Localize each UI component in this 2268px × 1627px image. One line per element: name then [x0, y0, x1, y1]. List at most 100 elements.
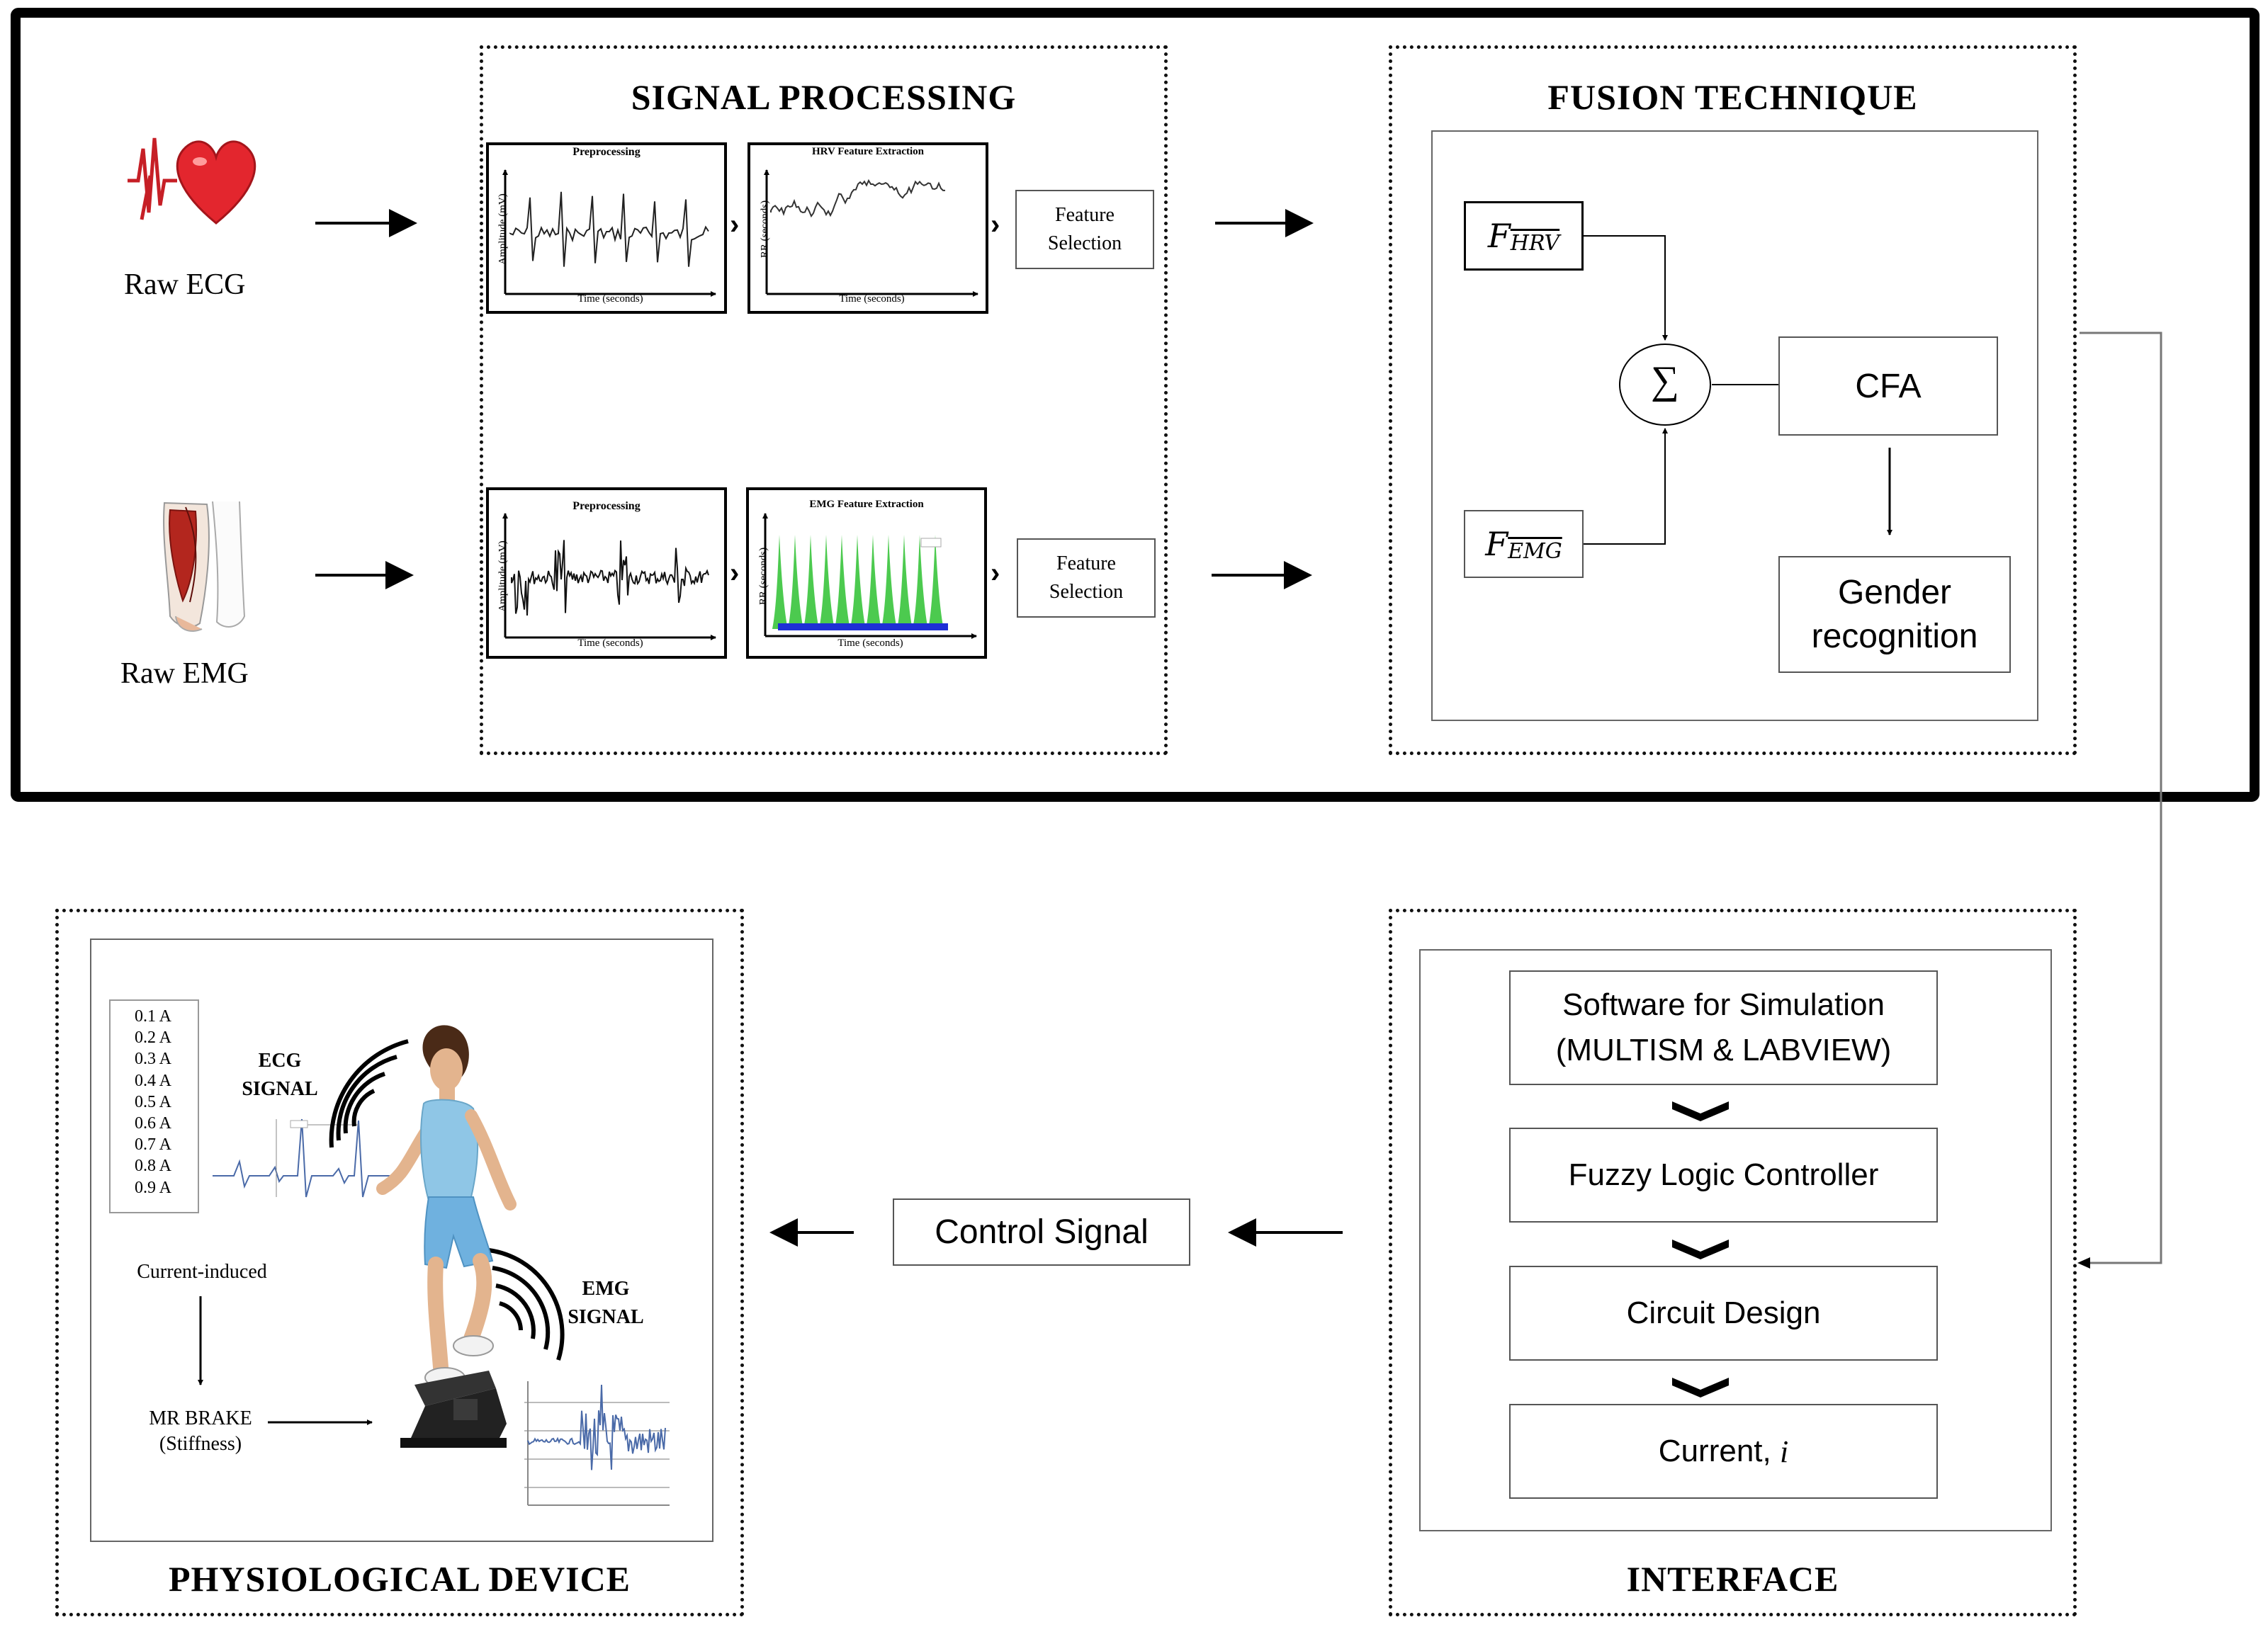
current-item: 0.5 A [135, 1092, 172, 1111]
chart-title: EMG Feature Extraction [809, 499, 924, 510]
circuit-design-box: Circuit Design [1509, 1266, 1938, 1361]
interface-inner-box [1419, 949, 2052, 1531]
chevron-right-icon: › [991, 209, 1000, 240]
current-induced-label: Current-induced [137, 1261, 267, 1283]
emg-trace-device [524, 1381, 670, 1506]
emg-peak-mark [819, 535, 835, 629]
current-item: 0.7 A [135, 1135, 172, 1155]
f-emg-subscript: EMG [1508, 538, 1562, 564]
chart-ylabel: Amplitude (mV) [497, 540, 509, 612]
current-item: 0.2 A [135, 1028, 172, 1048]
mr-brake-line1: MR BRAKE [149, 1407, 252, 1429]
ecg-signal-line2: SIGNAL [242, 1078, 318, 1100]
current-item: 0.4 A [135, 1071, 172, 1090]
current-item: 0.9 A [135, 1178, 172, 1197]
emg-peak-mark [803, 535, 819, 629]
feature-selection-box-ecg: Feature Selection [1015, 190, 1154, 269]
f-hrv-subscript: HRV [1510, 230, 1560, 256]
interface-panel [1389, 909, 2077, 1616]
raw-emg-label: Raw EMG [120, 657, 249, 690]
fusion-title: FUSION TECHNIQUE [1547, 77, 1918, 117]
software-line1: Software for Simulation [1562, 987, 1885, 1022]
current-label: Current, [1658, 1434, 1780, 1468]
hrv-feature-chart [747, 142, 988, 314]
current-variable: i [1779, 1434, 1789, 1469]
software-line2: (MULTISM & LABVIEW) [1555, 1033, 1892, 1067]
heart-icon [128, 137, 256, 225]
chevron-right-icon: › [991, 557, 1000, 589]
emg-peak-mark [835, 535, 850, 629]
physiological-device-panel [55, 909, 744, 1616]
feature-selection-box-emg: Feature Selection [1017, 538, 1156, 618]
chart-ylabel: RR (seconds) [759, 200, 771, 259]
emg-peak-mark [881, 535, 897, 629]
control-signal-box: Control Signal [893, 1198, 1190, 1266]
signal-processing-panel [480, 45, 1168, 755]
signal-waves-emg-icon [488, 1248, 565, 1361]
device-title: PHYSIOLOGICAL DEVICE [168, 1559, 631, 1599]
gender-line2: recognition [1811, 617, 1978, 655]
gender-recognition-box: Gender recognition [1778, 556, 2011, 673]
chevron-down-icon [1672, 1240, 1729, 1259]
top-frame [11, 8, 2259, 802]
emg-peak-mark [772, 535, 788, 629]
woman-on-stepper-image [376, 1025, 517, 1448]
feature-selection-line1: Feature [1056, 552, 1116, 574]
signal-processing-title: SIGNAL PROCESSING [631, 77, 1017, 117]
chart-ylabel: RR (seconds) [757, 547, 769, 606]
emg-peak-mark [866, 535, 881, 629]
interface-title: INTERFACE [1626, 1559, 1839, 1599]
emg-peak-mark [897, 535, 913, 629]
chart-xlabel: Time (seconds) [839, 293, 905, 305]
emg-peak-mark [788, 535, 803, 629]
emg-peak-mark [928, 535, 944, 629]
chart-title: HRV Feature Extraction [811, 146, 925, 157]
current-list-box [109, 999, 199, 1213]
fusion-to-interface-line [2080, 331, 2162, 1264]
current-item: 0.8 A [135, 1157, 172, 1176]
f-emg-base: F [1485, 525, 1508, 563]
feature-selection-line2: Selection [1049, 581, 1124, 603]
mr-brake-label: MR BRAKE (Stiffness) [130, 1406, 271, 1457]
emg-feature-chart [746, 487, 987, 659]
fusion-panel [1389, 45, 2077, 755]
emg-signal-line1: EMG [582, 1278, 630, 1300]
emg-peak-mark [913, 535, 928, 629]
fuzzy-logic-box: Fuzzy Logic Controller [1509, 1128, 1938, 1223]
current-item: 0.6 A [135, 1114, 172, 1133]
chevron-down-icon [1672, 1378, 1729, 1398]
chart-title: Preprocessing [572, 500, 641, 512]
feature-selection-line1: Feature [1055, 204, 1115, 226]
mr-brake-line2: (Stiffness) [159, 1433, 242, 1455]
raw-ecg-label: Raw ECG [124, 268, 246, 301]
ecg-preprocessing-chart [486, 142, 727, 314]
gender-line1: Gender [1837, 573, 1952, 611]
emg-signal-label: EMG SIGNAL [553, 1275, 659, 1332]
sum-circle [1619, 344, 1711, 426]
chart-xlabel: Time (seconds) [837, 637, 903, 649]
cfa-box: CFA [1778, 336, 1998, 436]
feature-selection-line2: Selection [1047, 232, 1122, 254]
fusion-inner-box [1431, 130, 2038, 721]
current-list: 0.1 A 0.2 A 0.3 A 0.4 A 0.5 A 0.6 A 0.7 … [135, 1006, 191, 1198]
leg-muscle-icon [163, 501, 246, 632]
current-item: 0.3 A [135, 1050, 172, 1069]
chevron-right-icon: › [730, 209, 739, 240]
current-item: 0.1 A [135, 1007, 172, 1026]
current-box: Current, i [1509, 1404, 1938, 1499]
chart-ylabel: Amplitude (mV) [497, 193, 509, 265]
emg-to-sum-line [1584, 428, 1668, 545]
software-simulation-box: Software for Simulation (MULTISM & LABVI… [1509, 970, 1938, 1085]
sum-symbol: ∑ [1651, 358, 1679, 402]
emg-peak-mark [850, 535, 866, 629]
f-hrv-base: F [1487, 217, 1511, 255]
hrv-to-sum-line [1584, 235, 1668, 341]
device-inner-box [90, 939, 713, 1542]
chevron-down-icon [1672, 1101, 1729, 1121]
chart-xlabel: Time (seconds) [577, 637, 643, 649]
signal-waves-ecg-icon [329, 1039, 409, 1148]
emg-preprocessing-chart [486, 487, 727, 659]
